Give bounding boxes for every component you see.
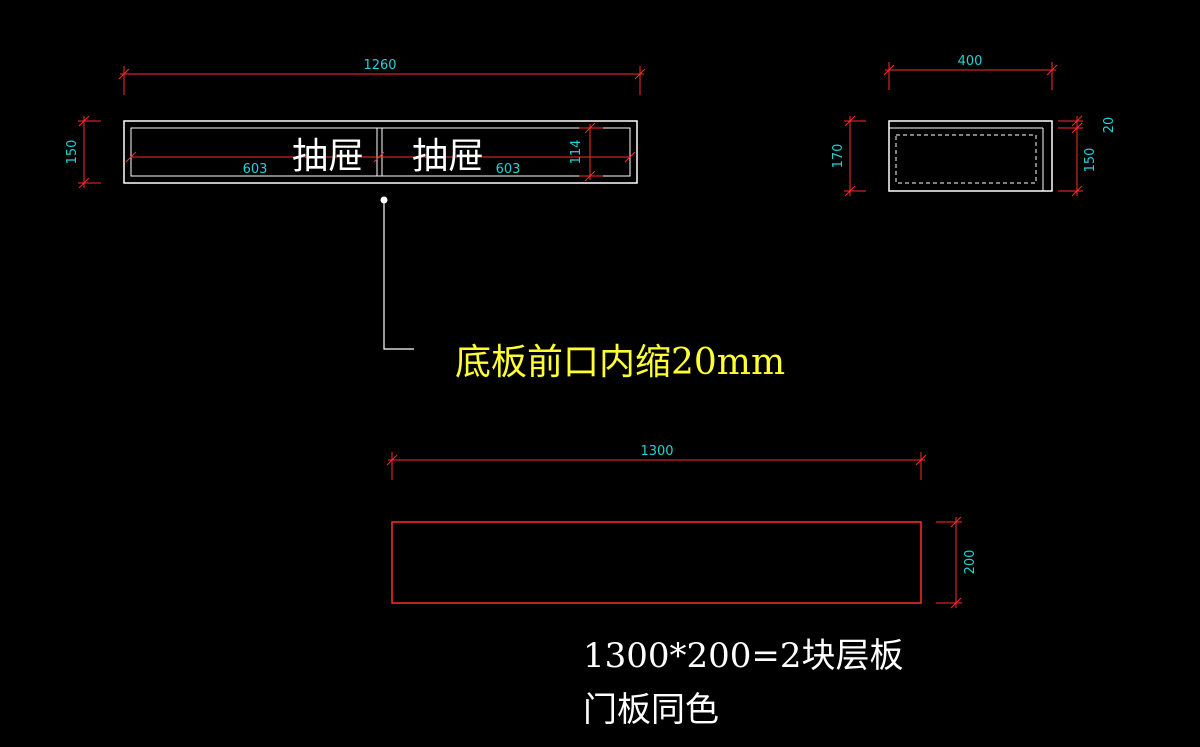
dim-drawer-widths: 603 603: [125, 151, 636, 177]
dim-inner-height-text: 114: [569, 140, 584, 165]
dim-drawer-left-text: 603: [243, 162, 268, 177]
dim-front-height-text: 150: [65, 140, 80, 165]
dim-shelf-width-text: 1300: [640, 444, 673, 459]
shelf-outline: [391, 521, 922, 604]
leader-note-text: 底板前口内缩20mm: [455, 342, 785, 383]
dim-side-top-thickness-text: 20: [1102, 117, 1117, 134]
dim-drawer-right-text: 603: [496, 162, 521, 177]
dim-side-right: 20 150: [1058, 115, 1117, 197]
front-inner-outline: [130, 127, 631, 177]
drawer-right-label: 抽屉: [412, 136, 484, 177]
shelf-view: 1300 200 1300*200=2块层板 门板同色: [386, 444, 978, 730]
side-outer-outline: [888, 120, 1053, 192]
side-drawer-hidden-outline: [895, 134, 1037, 184]
shelf-note-line1: 1300*200=2块层板: [583, 636, 904, 676]
dim-inner-height: 114: [569, 122, 603, 182]
dim-shelf-height-text: 200: [963, 550, 978, 575]
dim-front-width-text: 1260: [363, 58, 396, 73]
dim-side-height-text: 170: [831, 144, 846, 169]
dim-side-height: 170: [831, 115, 866, 197]
dim-side-inner-height-text: 150: [1083, 148, 1098, 173]
leader-line: [383, 200, 414, 350]
shelf-note-line2: 门板同色: [583, 690, 719, 730]
leader-note: 底板前口内缩20mm: [380, 196, 785, 383]
front-outer-outline: [123, 120, 638, 184]
dim-front-height: 150: [65, 115, 101, 189]
front-view: 1260 150 603 603 114: [65, 58, 646, 189]
drawer-left-label: 抽屉: [292, 136, 364, 177]
dim-front-width: 1260: [118, 58, 646, 95]
side-view: 400 170 20 150: [831, 54, 1117, 197]
dim-shelf-width: 1300: [386, 444, 927, 480]
dim-shelf-height: 200: [936, 516, 978, 609]
dim-side-depth: 400: [883, 54, 1058, 90]
dim-side-depth-text: 400: [958, 54, 983, 69]
